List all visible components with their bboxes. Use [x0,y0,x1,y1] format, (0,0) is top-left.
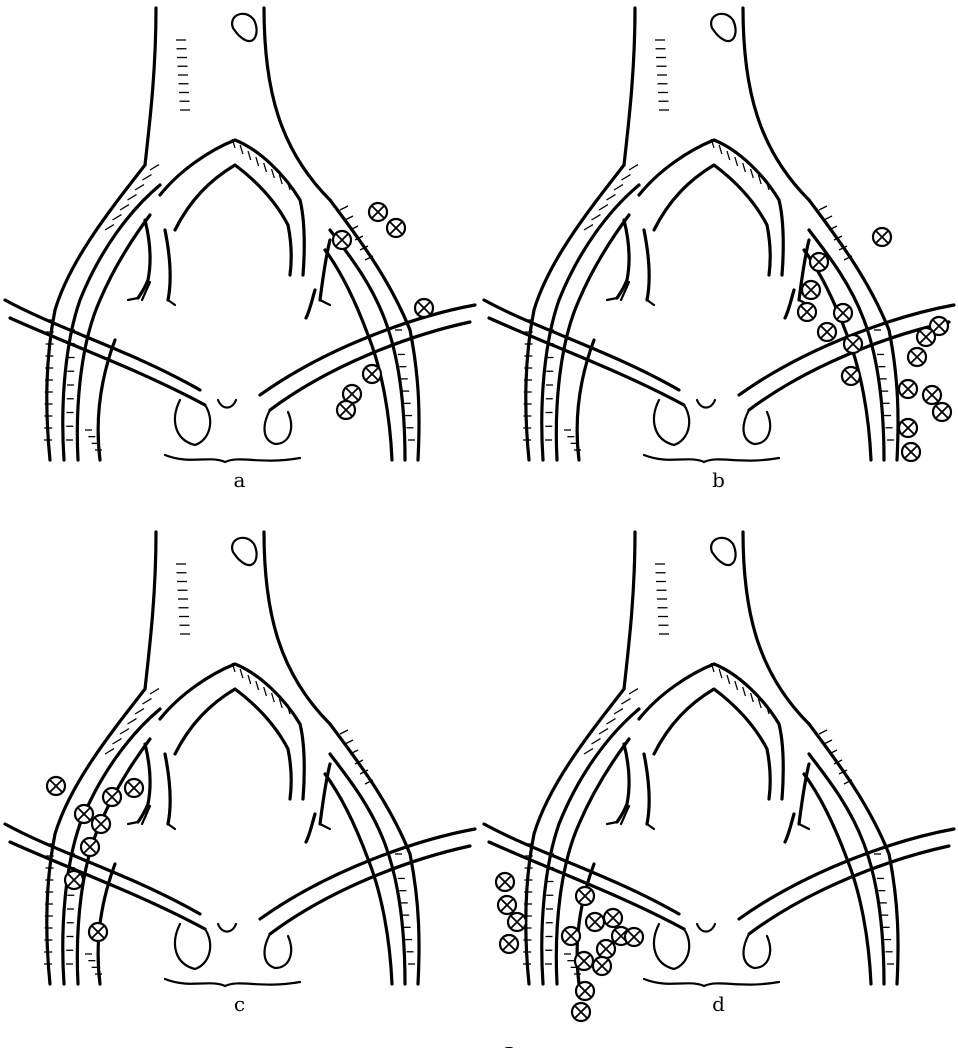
lymph-node-marker-icon [498,896,516,914]
lymph-node-marker-icon [576,887,594,905]
diagram-panel-b: b [479,0,958,524]
panel-label: a [0,468,479,492]
lymph-node-marker-icon [575,952,593,970]
lymph-node-marker-icon [333,231,351,249]
vessel-anatomy [5,532,475,986]
lymph-node-marker-icon [586,913,604,931]
lymph-node-marker-icon [802,281,820,299]
lymph-node-marker-icon [387,219,405,237]
lymph-node-marker-icon [917,328,935,346]
lymph-node-marker-icon [508,913,526,931]
lymph-node-marker-icon [562,927,580,945]
lymph-node-marker-icon [337,401,355,419]
lymph-node-marker-icon [363,365,381,383]
lymph-node-marker-icon [47,777,65,795]
panel-label: b [479,468,958,492]
diagram-panel-d: d [479,524,958,1048]
lymph-node-marker-icon [818,323,836,341]
vessel-anatomy [5,8,475,462]
lymph-node-marker-icon [92,815,110,833]
lymph-node-marker-icon [369,203,387,221]
panel-label: c [0,992,479,1016]
lymph-node-marker-icon [933,403,951,421]
lymph-node-marker-icon [873,228,891,246]
lymph-node-marker-icon [496,873,514,891]
lymph-node-marker-icon [834,304,852,322]
lymph-node-marker-icon [597,940,615,958]
lymph-node-marker-icon [500,935,518,953]
pelvic-vessel-drawing [0,0,479,524]
lymph-node-marker-icon [908,348,926,366]
diagram-panel-c: c [0,524,479,1048]
lymph-node-marker-icon [81,838,99,856]
lymph-node-marker-icon [415,299,433,317]
vessel-anatomy [484,532,954,986]
lymph-node-marker-icon [842,367,860,385]
panel-label: d [479,992,958,1016]
lymph-node-marker-icon [65,871,83,889]
lymph-node-marker-icon [844,335,862,353]
lymph-node-marker-icon [899,380,917,398]
lymph-node-marker-icon [89,923,107,941]
pelvic-vessel-drawing [0,524,479,1048]
lymph-node-marker-icon [604,909,622,927]
pelvic-vessel-drawing [479,524,958,1048]
lymph-node-marker-icon [125,779,143,797]
lymph-node-marker-icon [625,928,643,946]
lymph-node-marker-icon [798,303,816,321]
lymph-node-marker-icon [810,253,828,271]
diagram-panel-a: a [0,0,479,524]
lymph-node-marker-icon [899,419,917,437]
lymph-node-marker-icon [75,805,93,823]
lymph-node-marker-icon [923,386,941,404]
lymph-node-marker-icon [902,443,920,461]
lymph-node-marker-icon [103,788,121,806]
pelvic-vessel-drawing [479,0,958,524]
lymph-node-marker-icon [593,957,611,975]
